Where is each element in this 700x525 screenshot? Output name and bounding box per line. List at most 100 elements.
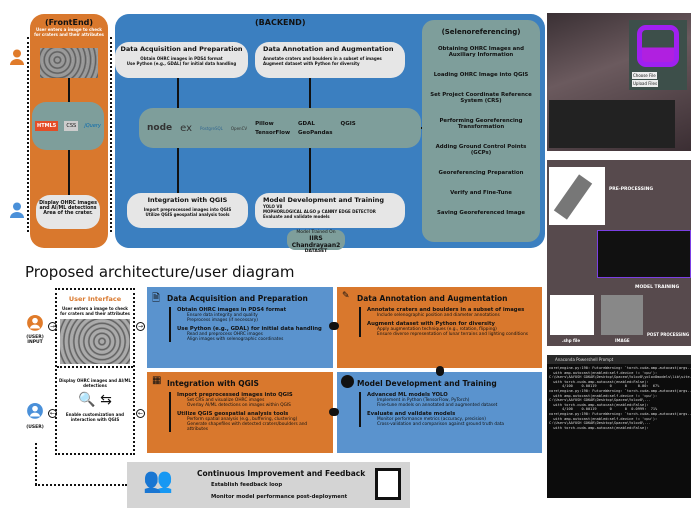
team-icon: 👥 bbox=[143, 466, 173, 494]
step-label: MODEL TRAINING bbox=[635, 285, 680, 290]
user-interface-box: User Interface User enters a image to ch… bbox=[55, 288, 135, 455]
step-label: PRE-PROCESSING bbox=[609, 187, 654, 192]
lib-label: GeoPandas bbox=[298, 129, 333, 136]
box-item: Utilize QGIS geospatial analysis tools bbox=[145, 212, 230, 217]
card-item: Monitor model performance post-deploymen… bbox=[211, 494, 348, 500]
feedback-loop-line bbox=[35, 443, 37, 485]
connector bbox=[177, 78, 179, 108]
card-continuous-improvement: 👥 Continuous Improvement and Feedback Es… bbox=[127, 462, 410, 508]
card-item: Evaluate and validate models bbox=[367, 411, 456, 417]
card-model-development: Model Development and Training Advanced … bbox=[337, 372, 542, 453]
card-data-annotation: ✎ Data Annotation and Augmentation Annot… bbox=[337, 287, 542, 368]
card-integration-qgis: ▦ Integration with QGIS Import preproces… bbox=[147, 372, 333, 453]
card-item: Establish feedback loop bbox=[211, 482, 283, 488]
link-icon bbox=[329, 322, 339, 330]
seleno-step: Georeferencing Preparation bbox=[438, 170, 524, 176]
lunar-image bbox=[60, 319, 130, 364]
lib-label: Pillow bbox=[255, 120, 274, 127]
link-icon bbox=[329, 408, 339, 416]
box-item: Import preprocessed images into QGIS bbox=[143, 207, 232, 212]
box-item: Annotate craters and boulders in a subse… bbox=[263, 56, 382, 61]
choose-file-button[interactable]: Choose File bbox=[632, 72, 657, 79]
checklist-icon bbox=[375, 468, 401, 500]
dotted-boundary bbox=[110, 37, 112, 232]
terminal-tab[interactable]: Anaconda Powershell Prompt bbox=[547, 355, 691, 364]
backend-model-box: Model Development and Training YOLO V8 M… bbox=[255, 193, 405, 228]
terminal-window: Anaconda Powershell Prompt core\engine.p… bbox=[547, 355, 691, 498]
ui-display-text: Display OHRC images and AI/ML detections bbox=[58, 378, 131, 388]
frontend-title: (FrontEnd) bbox=[44, 18, 94, 27]
card-item: Use Python (e.g., GDAL) for initial data… bbox=[177, 326, 322, 332]
backend-annot-box: Data Annotation and Augmentation Annotat… bbox=[255, 42, 405, 78]
grid-icon: ▦ bbox=[152, 375, 162, 386]
seleno-step: Set Project Coordinate Reference System … bbox=[430, 92, 532, 104]
card-subitem: Cross-validation and comparison against … bbox=[377, 422, 505, 427]
card-subitem: Generate shapefiles with detected crater… bbox=[187, 422, 308, 432]
step-label: .shp file bbox=[562, 338, 581, 343]
card-item: Import preprocessed images into QGIS bbox=[177, 392, 293, 398]
output-image bbox=[601, 295, 643, 335]
upload-dialog: Choose File Upload Files bbox=[629, 20, 687, 90]
shp-output bbox=[550, 295, 594, 335]
seleno-step: Adding Ground Control Points (GCPs) bbox=[435, 144, 527, 156]
ai-head-icon bbox=[341, 375, 354, 388]
user-input-icon bbox=[10, 49, 24, 65]
card-subitem: Preprocess images (if necessary) bbox=[187, 318, 258, 323]
box-item: Obtain OHRC images in PDS4 format bbox=[140, 56, 223, 61]
card-subitem: Ensure diverse representation of lunar t… bbox=[377, 332, 529, 337]
card-title: Model Development and Training bbox=[357, 379, 497, 388]
feedback-loop-line bbox=[35, 484, 127, 486]
selenoreferencing-panel: (Selenoreferencing) Obtaining OHRC Image… bbox=[422, 20, 540, 242]
diagram-title: Proposed architecture/user diagram bbox=[25, 263, 295, 281]
box-item: Use Python (e.g., GDAL) for initial data… bbox=[126, 61, 237, 66]
card-title: Data Annotation and Augmentation bbox=[357, 294, 508, 303]
search-filter-icons: 🔍 ⇆ bbox=[78, 392, 112, 408]
card-subitem: Ensure data integrity and quality bbox=[187, 313, 258, 318]
dataset-name: IIRS Chandrayaan2 bbox=[291, 235, 341, 249]
box-item: Augment dataset with Python for diversit… bbox=[263, 61, 360, 66]
box-title: Model Development and Training bbox=[263, 196, 385, 204]
step-label: IMAGE bbox=[615, 338, 630, 343]
card-subitem: Read and preprocess OHRC images bbox=[187, 332, 263, 337]
ui-custom-text: Enable customization and interaction wit… bbox=[65, 412, 125, 422]
user-icon bbox=[10, 202, 24, 218]
user-input-icon bbox=[27, 315, 43, 331]
document-icon: 🗎 bbox=[152, 293, 161, 304]
card-subitem: Overlay AI/ML detections on images withi… bbox=[187, 403, 291, 408]
card-item: Annotate craters and boulders in a subse… bbox=[367, 307, 525, 313]
lib-label: GDAL bbox=[298, 120, 315, 127]
training-console bbox=[597, 230, 691, 278]
backend-acq-box: Data Acquisition and Preparation Obtain … bbox=[115, 42, 248, 78]
user-label: (USER) bbox=[26, 425, 44, 430]
frontend-panel: (FrontEnd) User enters a image to check … bbox=[30, 14, 108, 248]
link-icon bbox=[436, 366, 444, 376]
terminal-output: core\engine.py:190: FutureWarning: `torc… bbox=[549, 366, 691, 430]
pipeline-panel: PRE-PROCESSING MODEL TRAINING .shp file … bbox=[547, 160, 691, 346]
user-input-label: (USER) INPUT bbox=[26, 335, 44, 345]
lib-label: QGIS bbox=[340, 120, 356, 127]
upload-files-button[interactable]: Upload Files bbox=[632, 80, 659, 87]
postgresql-logo: PostgreSQL bbox=[200, 125, 223, 131]
jquery-logo: jQuery bbox=[84, 123, 101, 129]
trained-on-label: Model Trained On bbox=[296, 230, 336, 235]
card-subitem: Implement in Python (TensorFlow, PyTorch… bbox=[377, 398, 470, 403]
preprocess-image bbox=[549, 167, 605, 225]
card-subitem: Align images with selenographic coordina… bbox=[187, 337, 284, 342]
box-title: Integration with QGIS bbox=[147, 196, 228, 204]
user-icon bbox=[27, 403, 43, 419]
dataset-sub: DATASET bbox=[304, 249, 328, 254]
box-title: Data Annotation and Augmentation bbox=[263, 45, 394, 53]
trained-on-box: Model Trained On IIRS Chandrayaan2 DATAS… bbox=[287, 230, 345, 254]
backend-panel: (BACKEND) Data Acquisition and Preparati… bbox=[115, 14, 545, 254]
display-results-box: Display OHRC images and AI/ML detections… bbox=[36, 195, 100, 229]
card-subitem: Include selenographic position and diame… bbox=[377, 313, 500, 318]
backend-tech-strip: node ex PostgreSQL OpenCV Pillow GDAL QG… bbox=[139, 108, 421, 148]
upload-image-icon bbox=[637, 25, 679, 67]
box-title: Data Acquisition and Preparation bbox=[120, 45, 243, 53]
opencv-logo: OpenCV bbox=[230, 125, 248, 131]
card-subitem: Monitor performance metrics (accuracy, p… bbox=[377, 417, 486, 422]
connector bbox=[177, 148, 179, 193]
dotted-boundary bbox=[27, 37, 29, 232]
file-browser bbox=[549, 100, 675, 148]
arrow-left-icon: ← bbox=[136, 409, 145, 418]
